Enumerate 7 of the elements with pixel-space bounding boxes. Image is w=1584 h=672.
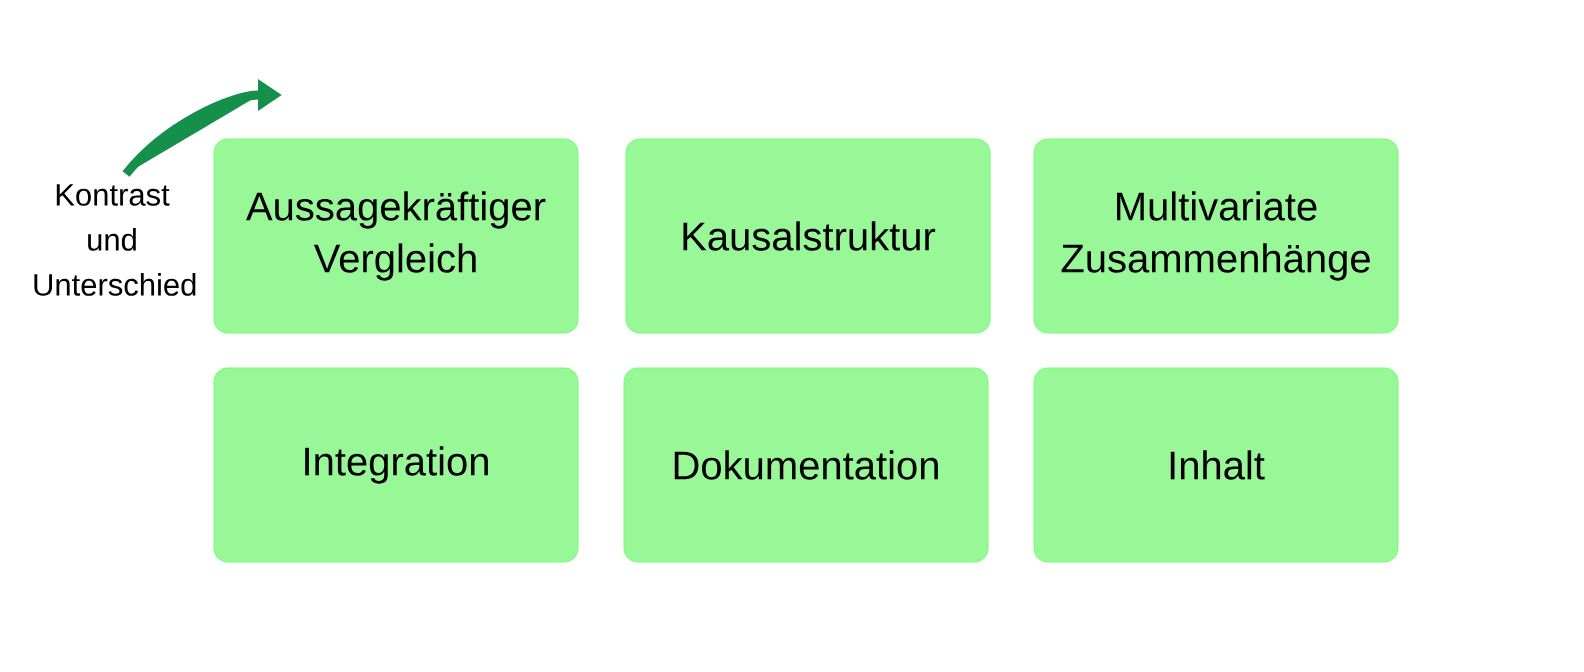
category-box: Kausalstruktur — [625, 138, 991, 334]
category-box: Inhalt — [1033, 367, 1399, 563]
side-label: Kontrast und Unterschied — [34, 184, 196, 296]
category-box: Multivariate Zusammenhänge — [1033, 138, 1399, 334]
category-box: Dokumentation — [623, 367, 989, 563]
category-box: Integration — [213, 367, 579, 563]
category-box: Aussagekräftiger Vergleich — [213, 138, 579, 334]
